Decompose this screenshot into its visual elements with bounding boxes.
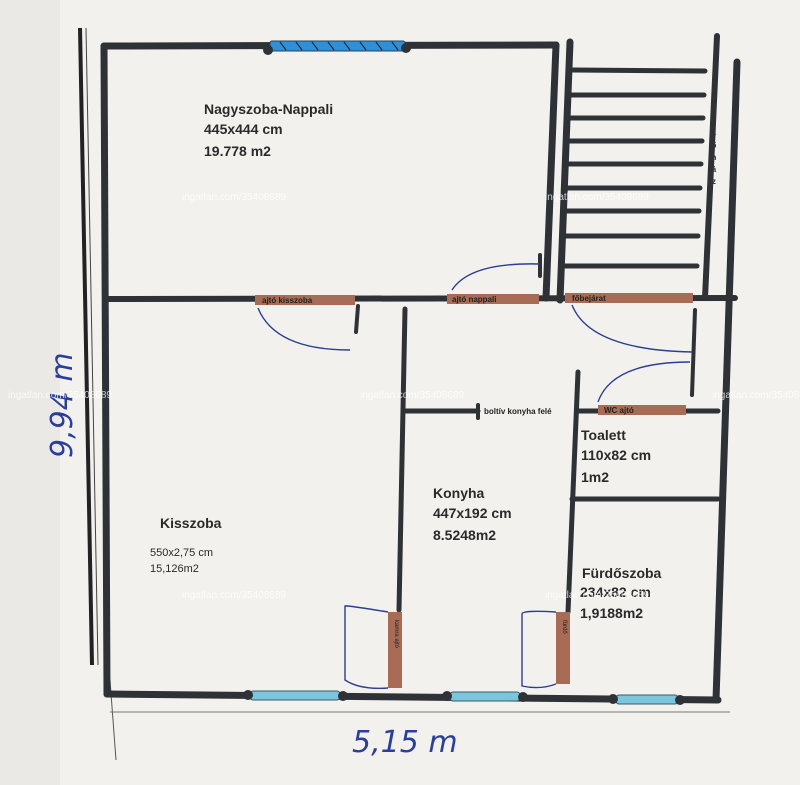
wall-nappali-right	[542, 41, 560, 302]
door-furdo-label: fürdő	[561, 620, 567, 634]
stair-label: L é p c s ő h á z	[712, 81, 717, 186]
room-kisszoba-size: 550x2,75 cm	[150, 547, 213, 559]
window-furdo	[615, 694, 679, 705]
door-kisszoba-swing	[257, 307, 351, 351]
width-dimension-label: 5,15 m	[352, 725, 458, 760]
window-konyha	[449, 691, 521, 702]
watermark: ingatlan.com/35408689	[182, 192, 286, 203]
door-wc-label: WC ajtó	[604, 406, 634, 415]
hatch	[375, 41, 383, 51]
paper-fold-shadow	[0, 0, 60, 785]
room-furdo: Fürdőszoba 234x82 cm 1,9188m2	[580, 565, 662, 621]
watermark: ingatlan.com/35408689	[545, 192, 649, 203]
stair-letter: p	[712, 105, 717, 114]
wall-stair-right	[702, 33, 720, 301]
stair-letter: s	[712, 129, 717, 138]
window-end-dot	[338, 691, 348, 701]
stair-step	[569, 67, 708, 74]
room-nappali-name: Nagyszoba-Nappali	[204, 101, 333, 117]
room-toalett-area: 1m2	[581, 469, 609, 485]
window-end-dot	[401, 43, 411, 53]
room-konyha-name: Konyha	[433, 485, 485, 501]
arch-label: boltív konyha felé	[484, 407, 552, 416]
stair-letter: c	[712, 117, 717, 126]
room-kisszoba: Kisszoba 550x2,75 cm 15,126m2	[150, 515, 222, 575]
room-nappali: Nagyszoba-Nappali 445x444 cm 19.778 m2	[204, 101, 333, 159]
staircase: L é p c s ő h á z	[561, 67, 717, 269]
room-nappali-area: 19.778 m2	[204, 143, 271, 159]
door-nappali	[447, 294, 539, 304]
window-nappali	[269, 40, 406, 52]
stair-letter: h	[712, 153, 717, 162]
door-furdo-swing	[521, 610, 557, 689]
door-main-entrance	[565, 293, 693, 303]
door-kisszoba-label: ajtó kisszoba	[262, 296, 313, 305]
room-konyha: Konyha 447x192 cm 8.5248m2	[433, 485, 512, 543]
door-kamra-swing	[344, 605, 389, 690]
hatch	[359, 41, 367, 51]
window-end-dot	[608, 694, 618, 704]
hatch	[295, 41, 303, 51]
room-toalett: Toalett 110x82 cm 1m2	[581, 427, 651, 485]
door-wc-swing	[597, 361, 691, 403]
wall-kisszoba-konyha	[396, 306, 408, 613]
room-kisszoba-name: Kisszoba	[160, 515, 222, 531]
door-furdo	[556, 612, 570, 684]
stair-letter: ő	[712, 141, 717, 150]
wall-right	[712, 58, 741, 704]
hatch	[311, 41, 319, 51]
window-end-dot	[243, 690, 253, 700]
window-end-dot	[442, 691, 452, 701]
hatch	[279, 41, 287, 51]
door-main-entrance-label: főbejárat	[572, 294, 606, 303]
room-furdo-name: Fürdőszoba	[582, 565, 662, 581]
door-main-entrance-swing	[571, 304, 693, 353]
window-end-dot	[263, 45, 273, 55]
wall-stair-left	[556, 38, 574, 304]
height-dimension-label: 9,94 m	[45, 352, 80, 458]
hatch	[343, 41, 351, 51]
room-nappali-size: 445x444 cm	[204, 121, 283, 137]
hatch	[327, 41, 335, 51]
stair-letter: L	[712, 81, 717, 90]
door-nappali-swing	[451, 263, 541, 291]
watermark: ingatlan.com/35408689	[360, 390, 464, 401]
windows	[243, 40, 685, 705]
door-kisszoba	[255, 295, 355, 305]
wall-entrance-stub	[690, 308, 697, 397]
watermarks: ingatlan.com/35408689 ingatlan.com/35408…	[8, 192, 800, 601]
room-furdo-size: 234x82 cm	[580, 584, 651, 600]
wall-nappali-door-stub	[354, 304, 360, 334]
room-konyha-area: 8.5248m2	[433, 527, 496, 543]
watermark: ingatlan.com/35408689	[712, 390, 800, 401]
window-nappali-hatch	[279, 41, 399, 51]
window-end-dot	[675, 695, 685, 705]
stair-letter: z	[712, 177, 716, 186]
door-wc	[598, 405, 686, 415]
watermark: ingatlan.com/35408689	[8, 390, 112, 401]
window-kisszoba	[249, 690, 341, 701]
doors: ajtó kisszoba ajtó nappali főbejárat bol…	[255, 263, 693, 690]
room-toalett-name: Toalett	[581, 427, 626, 443]
window-end-dot	[518, 692, 528, 702]
stair-letter: é	[712, 93, 717, 102]
door-nappali-label: ajtó nappali	[452, 295, 496, 304]
watermark: ingatlan.com/35408689	[545, 590, 649, 601]
room-furdo-area: 1,9188m2	[580, 605, 643, 621]
stair-letter: á	[712, 165, 717, 174]
door-kamra	[388, 612, 402, 688]
door-kamra-label: kamra ajtó	[393, 620, 399, 649]
hatch	[391, 41, 399, 51]
wall-left	[100, 42, 111, 698]
room-konyha-size: 447x192 cm	[433, 505, 512, 521]
watermark: ingatlan.com/35408689	[182, 590, 286, 601]
room-kisszoba-area: 15,126m2	[150, 563, 199, 575]
room-toalett-size: 110x82 cm	[581, 447, 651, 463]
